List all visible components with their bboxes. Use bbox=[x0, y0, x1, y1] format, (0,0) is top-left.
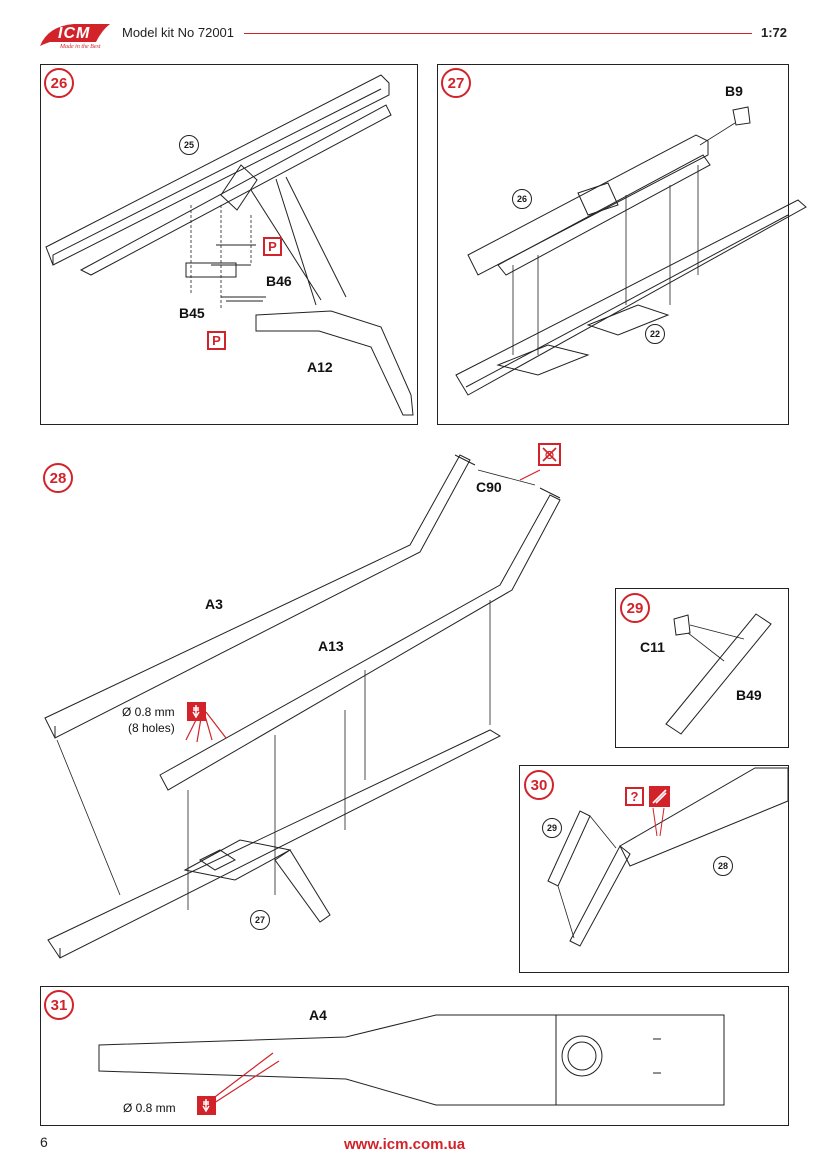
scale-label: 1:72 bbox=[761, 25, 788, 40]
paint-mark-icon: P bbox=[263, 237, 282, 256]
part-B9: B9 bbox=[725, 83, 743, 99]
paint-mark-icon: P bbox=[207, 331, 226, 350]
ref-step-29: 29 bbox=[542, 818, 562, 838]
step-number: 30 bbox=[524, 770, 554, 800]
drill-icon bbox=[197, 1096, 216, 1115]
step-number: 31 bbox=[44, 990, 74, 1020]
step-number: 26 bbox=[44, 68, 74, 98]
page-number: 6 bbox=[40, 1134, 48, 1150]
do-not-glue-icon bbox=[538, 443, 561, 466]
holes-note: (8 holes) bbox=[128, 721, 175, 735]
part-A13: A13 bbox=[318, 638, 344, 654]
step-29-panel: 29 C11 B49 bbox=[615, 588, 789, 748]
drill-icon bbox=[187, 702, 206, 721]
step-26-drawing bbox=[45, 74, 414, 416]
ref-step-26: 26 bbox=[512, 189, 532, 209]
step-26-panel: 26 25 B46 B45 A12 P P bbox=[40, 64, 418, 425]
ref-step-28: 28 bbox=[713, 856, 733, 876]
step-27-drawing bbox=[455, 106, 807, 396]
drill-note: Ø 0.8 mm bbox=[122, 705, 175, 719]
website-link[interactable]: www.icm.com.ua bbox=[344, 1136, 466, 1153]
step-31-panel: 31 A4 Ø 0.8 mm bbox=[40, 986, 789, 1126]
ref-step-22: 22 bbox=[645, 324, 665, 344]
part-A12: A12 bbox=[307, 359, 333, 375]
step-30-drawing bbox=[547, 767, 789, 947]
part-C90: C90 bbox=[476, 479, 502, 495]
part-B46: B46 bbox=[266, 273, 292, 289]
step-number: 28 bbox=[43, 463, 73, 493]
step-31-drawing bbox=[98, 1014, 725, 1106]
brand-logo-mark bbox=[40, 24, 110, 46]
step-27-panel: 27 26 22 B9 bbox=[437, 64, 807, 425]
header-rule bbox=[244, 33, 752, 34]
step-28-drawing bbox=[44, 454, 561, 959]
brand-tagline: Made in the Best bbox=[60, 44, 101, 50]
question-mark-icon: ? bbox=[625, 787, 644, 806]
part-A3: A3 bbox=[205, 596, 223, 612]
part-A4: A4 bbox=[309, 1007, 327, 1023]
step-number: 29 bbox=[620, 593, 650, 623]
part-B49: B49 bbox=[736, 687, 762, 703]
brand-logo: ICM Made in the Best bbox=[36, 20, 116, 54]
step-number: 27 bbox=[441, 68, 471, 98]
part-B45: B45 bbox=[179, 305, 205, 321]
ref-step-25: 25 bbox=[179, 135, 199, 155]
brand-name: ICM bbox=[58, 25, 91, 42]
drill-note: Ø 0.8 mm bbox=[123, 1101, 176, 1115]
kit-label: Model kit No 72001 bbox=[122, 25, 235, 40]
ref-step-27: 27 bbox=[250, 910, 270, 930]
part-C11: C11 bbox=[640, 639, 665, 655]
step-30-panel: 30 29 28 ? bbox=[519, 765, 789, 973]
sanding-icon bbox=[649, 786, 670, 807]
step-29-drawing bbox=[665, 613, 772, 735]
